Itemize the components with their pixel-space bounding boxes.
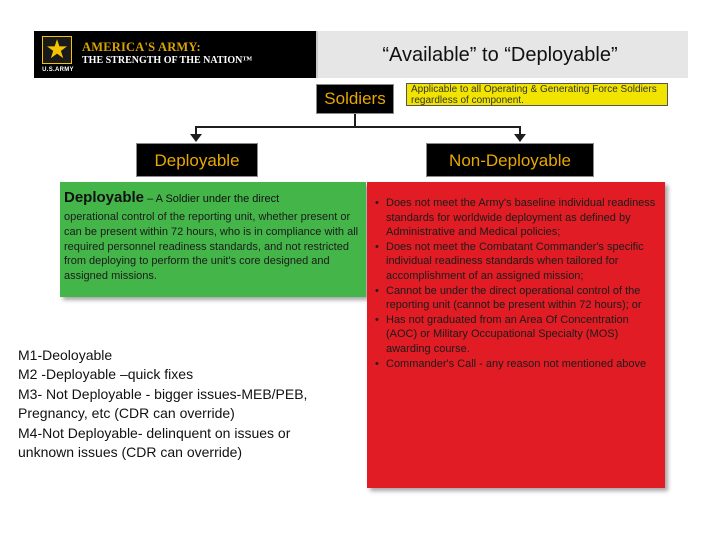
deployable-definition-head: Deployable – A Soldier under the direct: [64, 189, 279, 206]
m-code-line: unknown issues (CDR can override): [18, 444, 243, 461]
soldiers-label: Soldiers: [324, 89, 386, 108]
criteria-item: • Does not meet the Combatant Commander's…: [375, 240, 659, 284]
m-code-list: M1-Deoloyable M2 -Deployable –quick fixe…: [18, 346, 358, 462]
logo-line1: AMERICA'S ARMY:: [82, 40, 201, 54]
criteria-item: • Cannot be under the direct operational …: [375, 284, 659, 313]
logo-usarmy-text: U.S.ARMY: [42, 67, 74, 73]
connector-stem: [354, 114, 356, 127]
criteria-text: Commander's Call - any reason not mentio…: [386, 357, 647, 370]
criteria-item: • Commander's Call - any reason not menti…: [375, 357, 659, 372]
connector-horizontal: [195, 126, 521, 128]
criteria-text: Has not graduated from an Area Of Concen…: [386, 313, 629, 355]
deployable-definition-body: operational control of the reporting uni…: [64, 211, 359, 283]
non-deployable-header-label: Non-Deployable: [449, 151, 571, 170]
deployable-header: Deployable: [136, 143, 258, 177]
m-code-line: Pregnancy, etc (CDR can override): [18, 405, 235, 422]
deployable-header-label: Deployable: [154, 151, 240, 170]
criteria-item: • Does not meet the Army's baseline indiv…: [375, 196, 659, 240]
m-code-line: M4-Not Deployable- delinquent on issues …: [18, 424, 291, 441]
m-code-line: M2 -Deployable –quick fixes: [18, 366, 194, 383]
criteria-text: Does not meet the Army's baseline indivi…: [386, 197, 656, 239]
deployable-term: Deployable: [64, 189, 145, 206]
applicability-note: Applicable to all Operating & Generating…: [406, 83, 668, 106]
army-star-icon: ★: [42, 35, 72, 65]
m-code-line: M3- Not Deployable - bigger issues-MEB/P…: [18, 385, 308, 402]
non-deployable-criteria-box: • Does not meet the Army's baseline indiv…: [367, 182, 665, 488]
non-deployable-criteria-list: • Does not meet the Army's baseline indiv…: [375, 196, 659, 371]
applicability-note-text: Applicable to all Operating & Generating…: [411, 84, 657, 106]
connector-right-drop: [519, 126, 521, 135]
soldiers-node: Soldiers: [316, 84, 394, 114]
arrowhead-left: [190, 134, 202, 142]
m-code-line: M1-Deoloyable: [18, 347, 113, 363]
bullet-icon: •: [375, 313, 379, 326]
bullet-icon: •: [375, 240, 379, 253]
deployable-definition-box: Deployable – A Soldier under the direct …: [60, 182, 366, 297]
criteria-item: • Has not graduated from an Area Of Conce…: [375, 313, 659, 357]
logo-line2: THE STRENGTH OF THE NATION™: [82, 55, 253, 66]
bullet-icon: •: [375, 357, 379, 370]
arrowhead-right: [514, 134, 526, 142]
bullet-icon: •: [375, 197, 379, 209]
criteria-text: Does not meet the Combatant Commander's …: [386, 240, 644, 282]
criteria-text: Cannot be under the direct operational c…: [386, 284, 642, 312]
army-logo: ★ U.S.ARMY AMERICA'S ARMY: THE STRENGTH …: [34, 31, 318, 78]
slide-title: “Available” to “Deployable”: [382, 44, 618, 66]
bullet-icon: •: [375, 284, 379, 297]
connector-left-drop: [195, 126, 197, 135]
non-deployable-header: Non-Deployable: [426, 143, 594, 177]
deployable-definition-lead: – A Soldier under the direct: [144, 193, 280, 205]
